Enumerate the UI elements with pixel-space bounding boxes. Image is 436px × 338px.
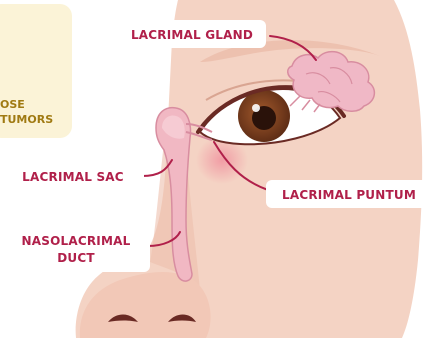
label-text-line-1: NASOLACRIMAL — [22, 234, 131, 248]
label-text-line-2: DUCT — [57, 251, 95, 265]
label-text: LACRIMAL PUNTUM — [282, 188, 416, 202]
note-line-2: TUMORS — [0, 113, 53, 126]
label-nasolacrimal-duct: NASOLACRIMAL DUCT — [2, 226, 150, 272]
eye-highlight — [252, 104, 260, 112]
label-lacrimal-sac: LACRIMAL SAC — [2, 162, 144, 190]
label-text: LACRIMAL GLAND — [131, 28, 253, 42]
note-line-1: OSE — [0, 98, 25, 111]
note-box: OSE TUMORS — [0, 4, 72, 138]
label-lacrimal-puntum: LACRIMAL PUNTUM — [266, 180, 432, 208]
label-lacrimal-gland: LACRIMAL GLAND — [118, 20, 266, 48]
label-box — [2, 226, 150, 272]
label-text: LACRIMAL SAC — [22, 170, 124, 184]
